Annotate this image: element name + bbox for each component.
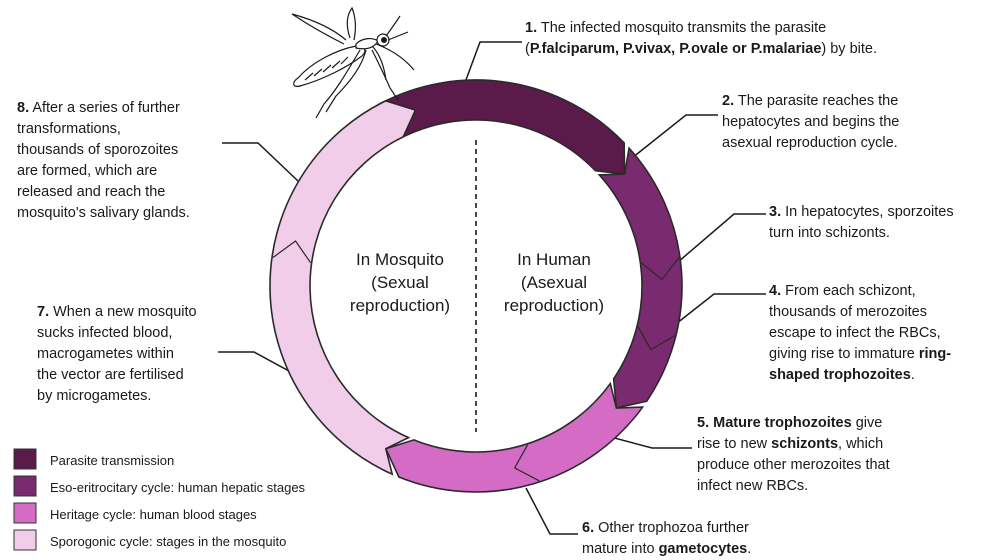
step-6-number: 6. — [582, 520, 594, 536]
legend-item-mosquito: Sporogonic cycle: stages in the mosquito — [14, 528, 305, 555]
step-7-text-b: sucks infected blood, — [37, 323, 197, 344]
leader-line-2 — [632, 115, 718, 158]
step-8-text-f: mosquito's salivary glands. — [17, 203, 190, 224]
legend-item-blood: Heritage cycle: human blood stages — [14, 501, 305, 528]
step-2-note: 2. The parasite reaches the hepatocytes … — [722, 91, 899, 154]
step-6-text-a: Other trophozoa further — [594, 520, 749, 536]
human-phase-line-3: reproduction) — [479, 294, 629, 317]
step-1-note: 1. The infected mosquito transmits the p… — [525, 18, 877, 60]
step-5-number: 5. — [697, 415, 709, 431]
step-7-text-e: by microgametes. — [37, 386, 197, 407]
step-7-note: 7. When a new mosquito sucks infected bl… — [37, 302, 197, 407]
step-3-text-a: In hepatocytes, sporzoites — [781, 204, 954, 220]
step-4-text-c: escape to infect the RBCs, — [769, 323, 951, 344]
leader-line-6 — [526, 488, 578, 534]
step-1-species: P.falciparum, P.vivax, P.ovale or P.mala… — [530, 41, 822, 57]
leader-line-3 — [678, 214, 766, 262]
human-phase-line-2: (Asexual — [479, 271, 629, 294]
step-7-text-d: the vector are fertilised — [37, 365, 197, 386]
mosquito-phase-line-2: (Sexual — [325, 271, 475, 294]
step-2-text-b: hepatocytes and begins the — [722, 112, 899, 133]
legend-label-blood: Heritage cycle: human blood stages — [50, 507, 257, 522]
step-1-text-a: The infected mosquito transmits the para… — [537, 20, 826, 36]
step-3-text-b: turn into schizonts. — [769, 223, 954, 244]
step-7-text-c: macrogametes within — [37, 344, 197, 365]
step-6-text-c: . — [747, 541, 751, 557]
step-2-number: 2. — [722, 93, 734, 109]
human-phase-label: In Human (Asexual reproduction) — [479, 248, 629, 317]
step-8-text-b: transformations, — [17, 119, 190, 140]
legend-label-hepatic: Eso-eritrocitary cycle: human hepatic st… — [50, 480, 305, 495]
arc-parasite-transmission — [379, 80, 624, 174]
step-1-text-c: ) by bite. — [821, 41, 877, 57]
step-8-note: 8. After a series of further transformat… — [17, 98, 190, 224]
step-6-text-b: mature into — [582, 541, 659, 557]
step-8-text-a: After a series of further — [29, 100, 180, 116]
legend-label-mosquito: Sporogonic cycle: stages in the mosquito — [50, 534, 286, 549]
step-3-number: 3. — [769, 204, 781, 220]
arc-blood-stages — [386, 384, 643, 492]
step-8-text-c: thousands of sporozoites — [17, 140, 190, 161]
step-1-number: 1. — [525, 20, 537, 36]
step-5-note: 5. Mature trophozoites give rise to new … — [697, 413, 890, 497]
step-4-bold-a: ring- — [919, 346, 951, 362]
legend-item-hepatic: Eso-eritrocitary cycle: human hepatic st… — [14, 474, 305, 501]
step-4-number: 4. — [769, 283, 781, 299]
step-2-text-c: asexual reproduction cycle. — [722, 133, 899, 154]
legend: Parasite transmission Eso-eritrocitary c… — [14, 447, 305, 555]
mosquito-phase-line-1: In Mosquito — [325, 248, 475, 271]
step-7-number: 7. — [37, 304, 49, 320]
step-2-text-a: The parasite reaches the — [734, 93, 898, 109]
step-5-text-e: infect new RBCs. — [697, 476, 890, 497]
step-8-number: 8. — [17, 100, 29, 116]
step-5-bold-a: Mature trophozoites — [709, 415, 852, 431]
human-phase-line-1: In Human — [479, 248, 629, 271]
step-4-text-e: . — [911, 367, 915, 383]
step-6-note: 6. Other trophozoa further mature into g… — [582, 518, 751, 560]
step-5-bold-b: schizonts — [771, 436, 838, 452]
step-8-text-e: released and reach the — [17, 182, 190, 203]
mosquito-phase-label: In Mosquito (Sexual reproduction) — [325, 248, 475, 317]
step-4-text-b: thousands of merozoites — [769, 302, 951, 323]
step-4-bold-b: shaped trophozoites — [769, 367, 911, 383]
legend-label-transmission: Parasite transmission — [50, 453, 174, 468]
legend-item-transmission: Parasite transmission — [14, 447, 305, 474]
step-5-text-d: produce other merozoites that — [697, 455, 890, 476]
step-4-text-d: giving rise to immature — [769, 346, 919, 362]
mosquito-phase-line-3: reproduction) — [325, 294, 475, 317]
step-5-text-b: rise to new — [697, 436, 771, 452]
step-5-text-a: give — [852, 415, 883, 431]
step-7-text-a: When a new mosquito — [49, 304, 197, 320]
step-8-text-d: are formed, which are — [17, 161, 190, 182]
step-6-bold: gametocytes — [659, 541, 748, 557]
step-4-note: 4. From each schizont, thousands of mero… — [769, 281, 951, 386]
step-4-text-a: From each schizont, — [781, 283, 916, 299]
step-3-note: 3. In hepatocytes, sporzoites turn into … — [769, 202, 954, 244]
step-5-text-c: , which — [838, 436, 883, 452]
